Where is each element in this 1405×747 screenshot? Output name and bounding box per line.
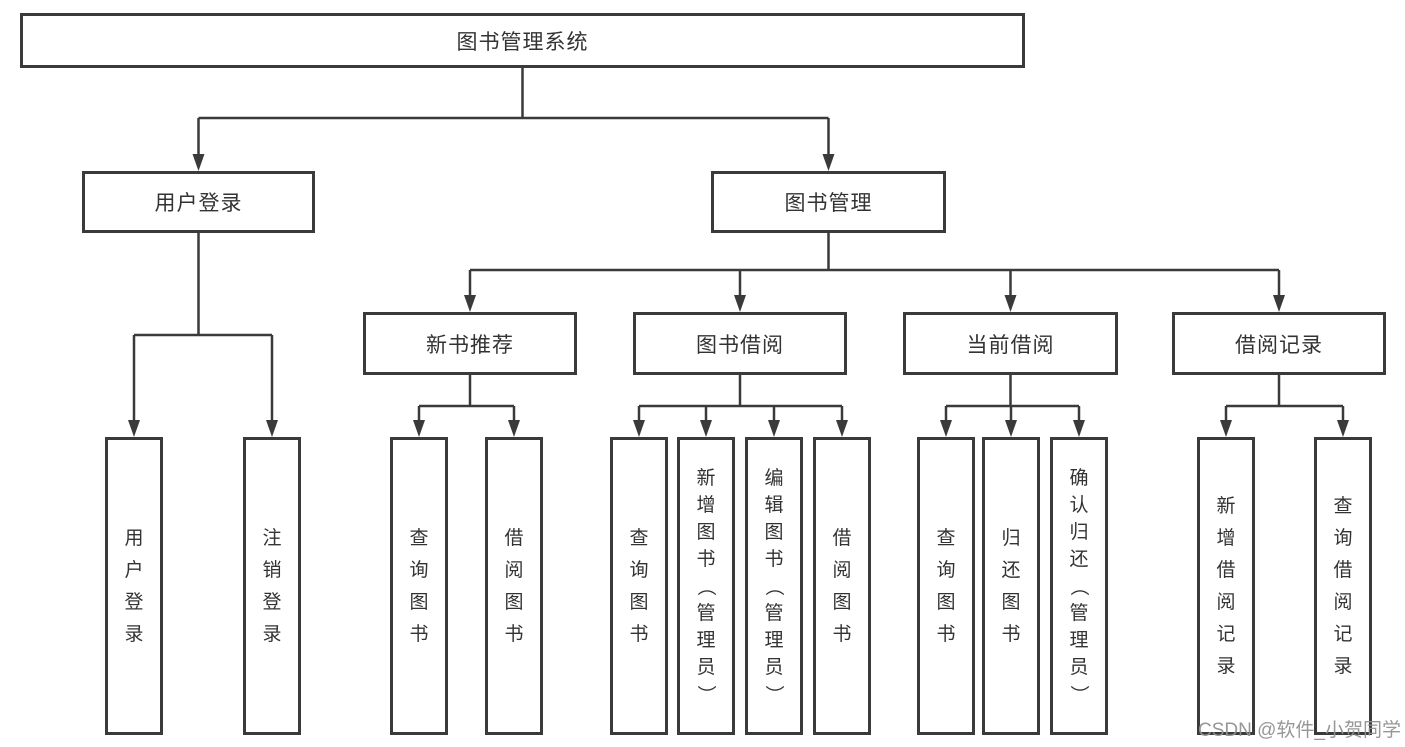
node-add-borrow-record: 新增借阅记录: [1197, 437, 1255, 735]
arrow-icon: [464, 295, 476, 312]
node-label: 当前借阅: [966, 333, 1055, 357]
arrow-icon: [734, 295, 746, 312]
node-borrow-books-recommend: 借阅图书: [485, 437, 543, 735]
arrow-icon: [822, 154, 835, 171]
arrow-icon: [1337, 420, 1349, 437]
node-logout: 注销登录: [243, 437, 301, 735]
arrow-icon: [266, 420, 278, 437]
watermark: CSDN @软件_小贺同学: [1198, 720, 1401, 741]
node-query-books-recommend: 查询图书: [390, 437, 448, 735]
node-query-borrow-record: 查询借阅记录: [1314, 437, 1372, 735]
node-book-borrowing: 图书借阅: [633, 312, 847, 375]
node-label: 借阅图书: [504, 527, 524, 645]
arrow-icon: [940, 420, 952, 437]
arrow-icon: [1005, 420, 1017, 437]
connector-root-to-level2: [197, 68, 830, 156]
connector-book-borrowing-children: [637, 375, 844, 422]
arrow-icon: [768, 420, 780, 437]
arrow-icon: [1004, 295, 1017, 312]
arrow-icon: [413, 420, 425, 437]
node-label: 查询图书: [936, 527, 956, 645]
node-label: 编辑图书（管理员）: [763, 467, 785, 704]
node-label: 图书管理系统: [456, 30, 589, 54]
node-label: 归还图书: [1001, 527, 1021, 645]
node-label: 用户登录: [154, 192, 243, 215]
node-borrow-book: 借阅图书: [813, 437, 871, 735]
node-label: 查询图书: [409, 527, 429, 645]
node-current-borrowing: 当前借阅: [903, 312, 1118, 375]
node-return-book: 归还图书: [982, 437, 1040, 735]
arrow-icon: [1273, 295, 1285, 312]
connector-user-login-children: [132, 233, 274, 422]
node-add-book-admin: 新增图书（管理员）: [677, 437, 735, 735]
arrow-icon: [1073, 420, 1085, 437]
node-label: 图书管理: [784, 192, 873, 215]
arrow-icon: [700, 420, 712, 437]
connector-new-book-recommend-children: [417, 375, 516, 422]
node-label: 确认归还（管理员）: [1068, 467, 1090, 704]
arrow-icon: [836, 420, 848, 437]
node-label: 借阅图书: [832, 527, 852, 645]
node-label: 查询图书: [629, 527, 649, 645]
node-label: 注销登录: [262, 527, 282, 645]
arrow-icon: [633, 420, 645, 437]
node-confirm-return-admin: 确认归还（管理员）: [1050, 437, 1108, 735]
node-user-login: 用户登录: [105, 437, 163, 735]
node-label: 新增图书（管理员）: [695, 467, 717, 704]
node-label: 查询借阅记录: [1333, 495, 1353, 677]
node-label: 新增借阅记录: [1216, 495, 1236, 677]
node-query-books-borrowing: 查询图书: [610, 437, 668, 735]
connector-book-management-children: [468, 233, 1281, 297]
node-book-management-branch: 图书管理: [711, 171, 946, 233]
node-edit-book-admin: 编辑图书（管理员）: [745, 437, 803, 735]
node-label: 新书推荐: [426, 333, 514, 357]
arrow-icon: [128, 420, 140, 437]
arrow-icon: [508, 420, 520, 437]
connector-current-borrowing-children: [944, 375, 1081, 422]
node-query-books-current: 查询图书: [917, 437, 975, 735]
arrow-icon: [192, 154, 205, 171]
node-user-login-branch: 用户登录: [82, 171, 315, 233]
arrow-icon: [1220, 420, 1232, 437]
node-label: 用户登录: [124, 527, 144, 645]
node-new-book-recommend: 新书推荐: [363, 312, 577, 375]
node-label: 借阅记录: [1235, 333, 1323, 357]
node-borrowing-records: 借阅记录: [1172, 312, 1386, 375]
arrowheads: [128, 154, 1349, 437]
connector-borrowing-records-children: [1224, 375, 1345, 422]
node-system-root: 图书管理系统: [20, 13, 1025, 68]
node-label: 图书借阅: [696, 333, 784, 357]
